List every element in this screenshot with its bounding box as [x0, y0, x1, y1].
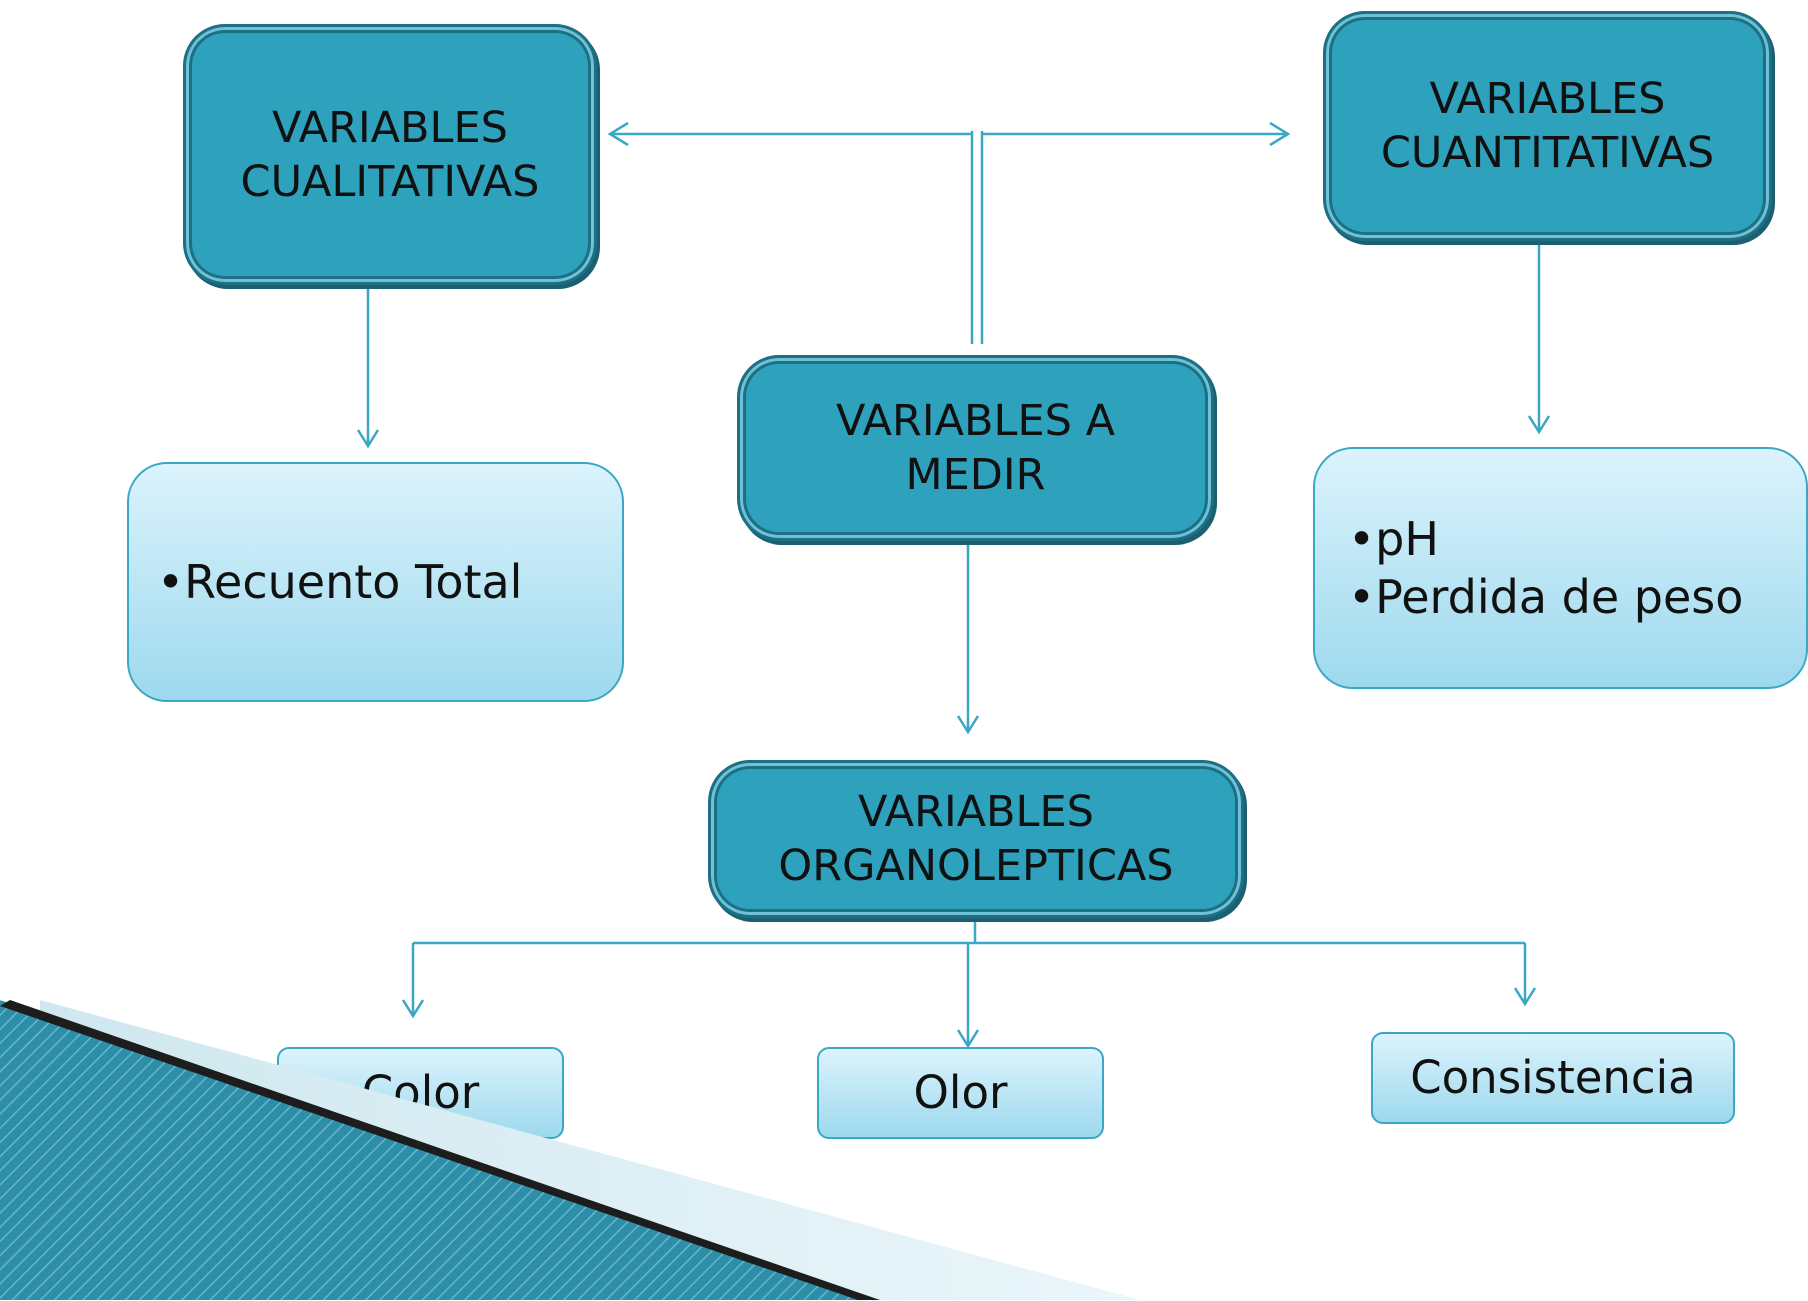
node-medir-line1: VARIABLES A	[835, 396, 1116, 446]
node-cuantitativas-line1: VARIABLES	[1429, 74, 1666, 124]
node-cuantitativas: VARIABLES CUANTITATIVAS	[1323, 11, 1772, 241]
quantitative-item: •Perdida de peso	[1348, 570, 1744, 624]
decorative-swoosh	[0, 1000, 1140, 1300]
node-cualitativas: VARIABLES CUALITATIVAS	[183, 24, 597, 285]
node-organolepticas-line1: VARIABLES	[858, 787, 1094, 837]
qualitative-items-box: •Recuento Total	[127, 462, 624, 702]
node-cualitativas-line1: VARIABLES	[272, 102, 508, 153]
node-cualitativas-line2: CUALITATIVAS	[240, 156, 540, 207]
leaf-olor: Olor	[817, 1047, 1104, 1139]
node-organolepticas: VARIABLES ORGANOLEPTICAS	[708, 760, 1244, 918]
node-organolepticas-line2: ORGANOLEPTICAS	[778, 841, 1174, 891]
node-cuantitativas-line2: CUANTITATIVAS	[1380, 128, 1715, 178]
qualitative-item: •Recuento Total	[157, 555, 523, 609]
quantitative-items-box: •pH •Perdida de peso	[1313, 447, 1808, 689]
quantitative-item: •pH	[1348, 512, 1439, 566]
leaf-consistencia-label: Consistencia	[1410, 1051, 1696, 1104]
leaf-olor-label: Olor	[913, 1066, 1008, 1119]
leaf-consistencia: Consistencia	[1371, 1032, 1735, 1124]
node-medir-line2: MEDIR	[905, 450, 1046, 500]
node-variables-a-medir: VARIABLES A MEDIR	[737, 355, 1214, 541]
